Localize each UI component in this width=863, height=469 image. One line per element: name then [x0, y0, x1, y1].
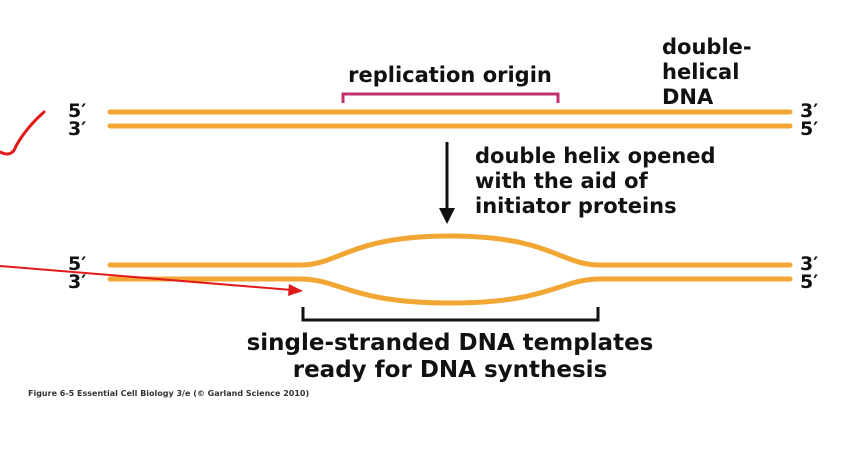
top-right-5prime: 5′ [800, 118, 818, 140]
bottom-strand-lower [107, 276, 793, 306]
red-annotation-arrow-line [0, 265, 293, 291]
step-label-line2: with the aid of [475, 169, 649, 193]
replication-origin-label: replication origin [348, 63, 552, 87]
bottom-left-3prime: 3′ [68, 271, 86, 293]
double-helical-label-line3: DNA [662, 85, 714, 109]
top-left-5prime: 5′ [68, 100, 86, 122]
bottom-right-3prime: 3′ [800, 253, 818, 275]
templates-label-line2: ready for DNA synthesis [293, 357, 608, 383]
bottom-strand-upper [107, 233, 793, 268]
top-left-3prime: 3′ [68, 118, 86, 140]
red-annotation-arrow-head [288, 284, 303, 296]
bottom-right-5prime: 5′ [800, 271, 818, 293]
process-arrow-head [439, 208, 455, 224]
templates-bracket [301, 307, 600, 322]
red-check-mark [0, 110, 46, 156]
step-label-line1: double helix opened [475, 144, 716, 168]
figure-credit: Figure 6-5 Essential Cell Biology 3/e (©… [28, 389, 309, 398]
templates-label-line1: single-stranded DNA templates [247, 330, 654, 356]
bottom-left-5prime: 5′ [68, 253, 86, 275]
double-helical-label-line2: helical [662, 60, 739, 84]
step-label-line3: initiator proteins [475, 194, 677, 218]
double-helical-label-line1: double- [662, 35, 752, 59]
replication-origin-bracket [341, 92, 560, 103]
top-right-3prime: 3′ [800, 100, 818, 122]
